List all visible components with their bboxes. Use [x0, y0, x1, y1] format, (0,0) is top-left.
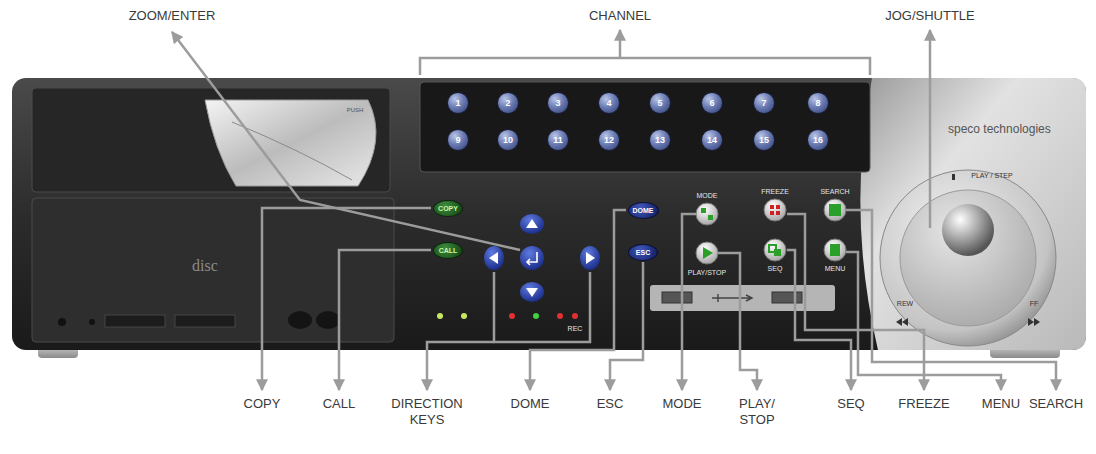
channel-button: 6 [701, 92, 723, 114]
callout-label: DIRECTION KEYS [385, 396, 469, 427]
channel-button: 14 [701, 129, 723, 151]
channel-button: 11 [547, 129, 569, 151]
channel-button: 9 [447, 129, 469, 151]
button-text: 2 [505, 98, 510, 108]
callout-label: MENU [971, 396, 1031, 412]
button-text: 8 [815, 98, 820, 108]
callout-label: DOME [498, 396, 562, 412]
channel-button: 8 [807, 92, 829, 114]
copy-button: COPY [433, 200, 463, 217]
button-text: 16 [813, 135, 823, 145]
button-text: DOME [633, 207, 654, 214]
button-text: 9 [455, 135, 460, 145]
esc-button: ESC [628, 244, 658, 261]
callout-label: CALL [307, 396, 371, 412]
button-text: 5 [657, 98, 662, 108]
button-caption: PLAY/STOP [686, 269, 728, 277]
channel-button: 12 [598, 129, 620, 151]
callout-label: ZOOM/ENTER [117, 8, 227, 24]
button-text: COPY [438, 205, 458, 212]
callout-label: CHANNEL [575, 8, 665, 24]
button-text: 10 [503, 135, 513, 145]
button-caption: MENU [823, 265, 847, 273]
button-text: 12 [604, 135, 614, 145]
channel-button: 1 [447, 92, 469, 114]
button-text: 11 [553, 135, 563, 145]
button-text: 6 [709, 98, 714, 108]
button-caption: SEARCH [817, 188, 853, 196]
dome-button: DOME [628, 202, 659, 219]
button-text: CALL [439, 247, 458, 254]
channel-button: 3 [547, 92, 569, 114]
drive-marking: disc [180, 256, 230, 275]
callout-label: ESC [585, 396, 635, 412]
callout-label: MODE [652, 396, 712, 412]
channel-button: 16 [807, 129, 829, 151]
callout-label: PLAY/ STOP [732, 396, 782, 427]
channel-button: 15 [753, 129, 775, 151]
channel-button: 10 [497, 129, 519, 151]
callout-label: SEQ [826, 396, 876, 412]
button-caption: SEQ [763, 265, 787, 273]
channel-button: 4 [598, 92, 620, 114]
button-text: 13 [655, 135, 665, 145]
button-text: 3 [555, 98, 560, 108]
jog-marking: REW [893, 300, 917, 308]
button-text: ESC [636, 249, 650, 256]
callout-label: COPY [230, 396, 294, 412]
jog-marking: PLAY / STEP [957, 172, 1027, 180]
callout-label: JOG/SHUTTLE [875, 8, 985, 24]
tray-marking: PUSH [340, 107, 370, 114]
led-caption: REC [565, 325, 585, 333]
button-text: 1 [455, 98, 460, 108]
button-caption: FREEZE [757, 188, 793, 196]
callout-label: FREEZE [889, 396, 959, 412]
channel-button: 5 [649, 92, 671, 114]
button-text: 14 [707, 135, 717, 145]
channel-button: 13 [649, 129, 671, 151]
call-button: CALL [433, 242, 463, 259]
channel-button: 2 [497, 92, 519, 114]
brand-logo: speco technologies [948, 122, 1083, 136]
button-caption: MODE [692, 192, 722, 200]
callout-label: SEARCH [1024, 396, 1088, 412]
button-text: 4 [606, 98, 611, 108]
button-text: 15 [759, 135, 769, 145]
channel-button: 7 [753, 92, 775, 114]
button-text: 7 [761, 98, 766, 108]
jog-marking: FF [1024, 300, 1044, 308]
